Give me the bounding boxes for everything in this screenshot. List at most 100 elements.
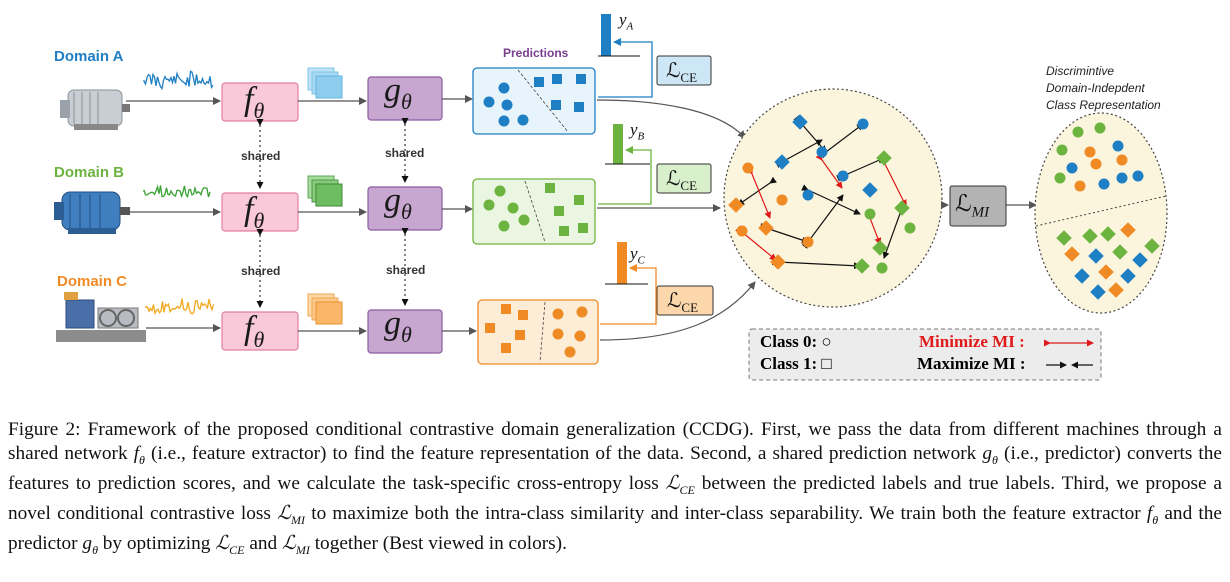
class0-sample <box>776 194 788 206</box>
minimize-link <box>878 155 907 207</box>
minimize-link <box>746 167 771 219</box>
signal-b-waveform <box>143 184 211 199</box>
shared-label-g-ab: shared <box>385 146 425 160</box>
ce-loss-box-a <box>656 55 712 86</box>
caption-math: ℒMI <box>281 533 310 558</box>
legend-minimize: Minimize MI : <box>919 332 1025 351</box>
class0-sample <box>1054 172 1066 184</box>
signal-c-waveform <box>145 298 215 316</box>
caption-math: fθ <box>133 443 145 468</box>
caption-math: gθ <box>982 443 998 468</box>
caption-text: by optimizing <box>97 533 216 555</box>
f-label-c: fθ <box>244 310 265 352</box>
caption-math: ℒCE <box>665 473 695 498</box>
class0-sample <box>1066 162 1078 174</box>
class0-sample <box>1084 146 1096 158</box>
class0-sample <box>1116 154 1128 166</box>
maximize-link <box>836 157 885 182</box>
domain-c-label: Domain C <box>57 273 128 290</box>
figure-caption: Figure 2: Framework of the proposed cond… <box>8 418 1222 562</box>
class0-sample <box>857 118 869 130</box>
ce-connector-a <box>598 38 653 98</box>
true-label-bar-b <box>605 124 650 165</box>
true-label-a: yA <box>619 10 634 33</box>
class1-sample <box>1112 244 1128 260</box>
caption-text: Figure 2: Framework of the proposed cond… <box>8 419 1222 465</box>
caption-text: to maximize both the intra-class similar… <box>304 503 1147 525</box>
shared-label-g-bc: shared <box>386 263 426 277</box>
class1-sample <box>876 150 892 166</box>
f-label-b: fθ <box>244 191 265 233</box>
framework-diagram <box>54 14 1168 381</box>
class1-sample <box>1100 226 1116 242</box>
class0-sample <box>1116 172 1128 184</box>
class0-sample <box>1090 158 1102 170</box>
minimize-link <box>735 225 777 261</box>
prediction-box-a <box>472 67 596 135</box>
representation-title-line-2: Domain-Indepdent <box>1046 81 1145 95</box>
caption-text: between the predicted labels and true la… <box>8 473 1222 525</box>
caption-text: and <box>244 533 282 555</box>
mi-loss-label: ℒMI <box>955 191 990 221</box>
prediction-box-c <box>477 299 599 365</box>
machine-a-image <box>60 89 130 130</box>
predictions-title: Predictions <box>503 46 569 60</box>
class1-sample <box>1074 268 1090 284</box>
maximize-link <box>819 123 864 159</box>
caption-math: ℒMI <box>277 503 305 528</box>
domain-a-label: Domain A <box>54 48 124 65</box>
representation-title-line-1: Discrimintive <box>1046 64 1115 78</box>
class1-sample <box>872 240 888 256</box>
ce-loss-label-c: ℒCE <box>667 290 699 315</box>
caption-text: and the predictor <box>8 503 1222 555</box>
class1-sample <box>862 182 878 198</box>
ce-loss-box-b <box>656 163 712 194</box>
class1-sample <box>1088 248 1104 264</box>
representation-title-line-3: Class Representation <box>1046 98 1161 112</box>
true-label-bar-c <box>605 242 648 285</box>
feature-stack-b <box>307 175 343 207</box>
g-label-a: gθ <box>384 72 412 114</box>
class1-sample <box>1120 222 1136 238</box>
class0-sample <box>1074 180 1086 192</box>
f-label-a: fθ <box>244 81 265 123</box>
ce-loss-box-c <box>656 285 714 316</box>
g-label-b: gθ <box>384 182 412 224</box>
feature-stack-a <box>307 67 343 99</box>
machine-b-image <box>54 191 130 234</box>
ce-connector-c <box>600 264 657 325</box>
caption-math: gθ <box>82 533 98 558</box>
class1-sample <box>758 220 774 236</box>
minimize-link <box>864 211 882 245</box>
class0-sample <box>802 189 814 201</box>
class1-sample <box>894 200 910 216</box>
class1-sample <box>1098 264 1114 280</box>
maximize-link <box>882 201 908 259</box>
minimize-link <box>815 153 843 189</box>
ce-loss-label-b: ℒCE <box>666 168 698 193</box>
legend-maximize: Maximize MI : <box>917 354 1026 373</box>
true-label-c: yC <box>630 244 645 267</box>
true-label-b: yB <box>630 120 645 143</box>
shared-label-f-ab: shared <box>241 149 281 163</box>
class0-sample <box>837 170 849 182</box>
class0-sample <box>876 262 888 274</box>
class0-sample <box>1056 144 1068 156</box>
legend-class1: Class 1: □ <box>760 354 832 373</box>
maximize-link <box>775 139 823 168</box>
class1-sample <box>728 197 744 213</box>
class0-sample <box>736 225 748 237</box>
g-label-c: gθ <box>384 305 412 347</box>
class0-sample <box>1132 170 1144 182</box>
class1-sample <box>774 154 790 170</box>
class0-sample <box>1072 126 1084 138</box>
class0-sample <box>1098 178 1110 190</box>
machine-c-image <box>56 292 146 342</box>
class0-sample <box>864 208 876 220</box>
representation-title: Discrimintive Domain-Indepdent Class Rep… <box>1046 63 1161 114</box>
class1-sample <box>1064 246 1080 262</box>
class0-sample <box>904 222 916 234</box>
caption-text: (i.e., predictor) converts the features … <box>8 443 1222 495</box>
class0-sample <box>1094 122 1106 134</box>
class1-sample <box>1120 268 1136 284</box>
